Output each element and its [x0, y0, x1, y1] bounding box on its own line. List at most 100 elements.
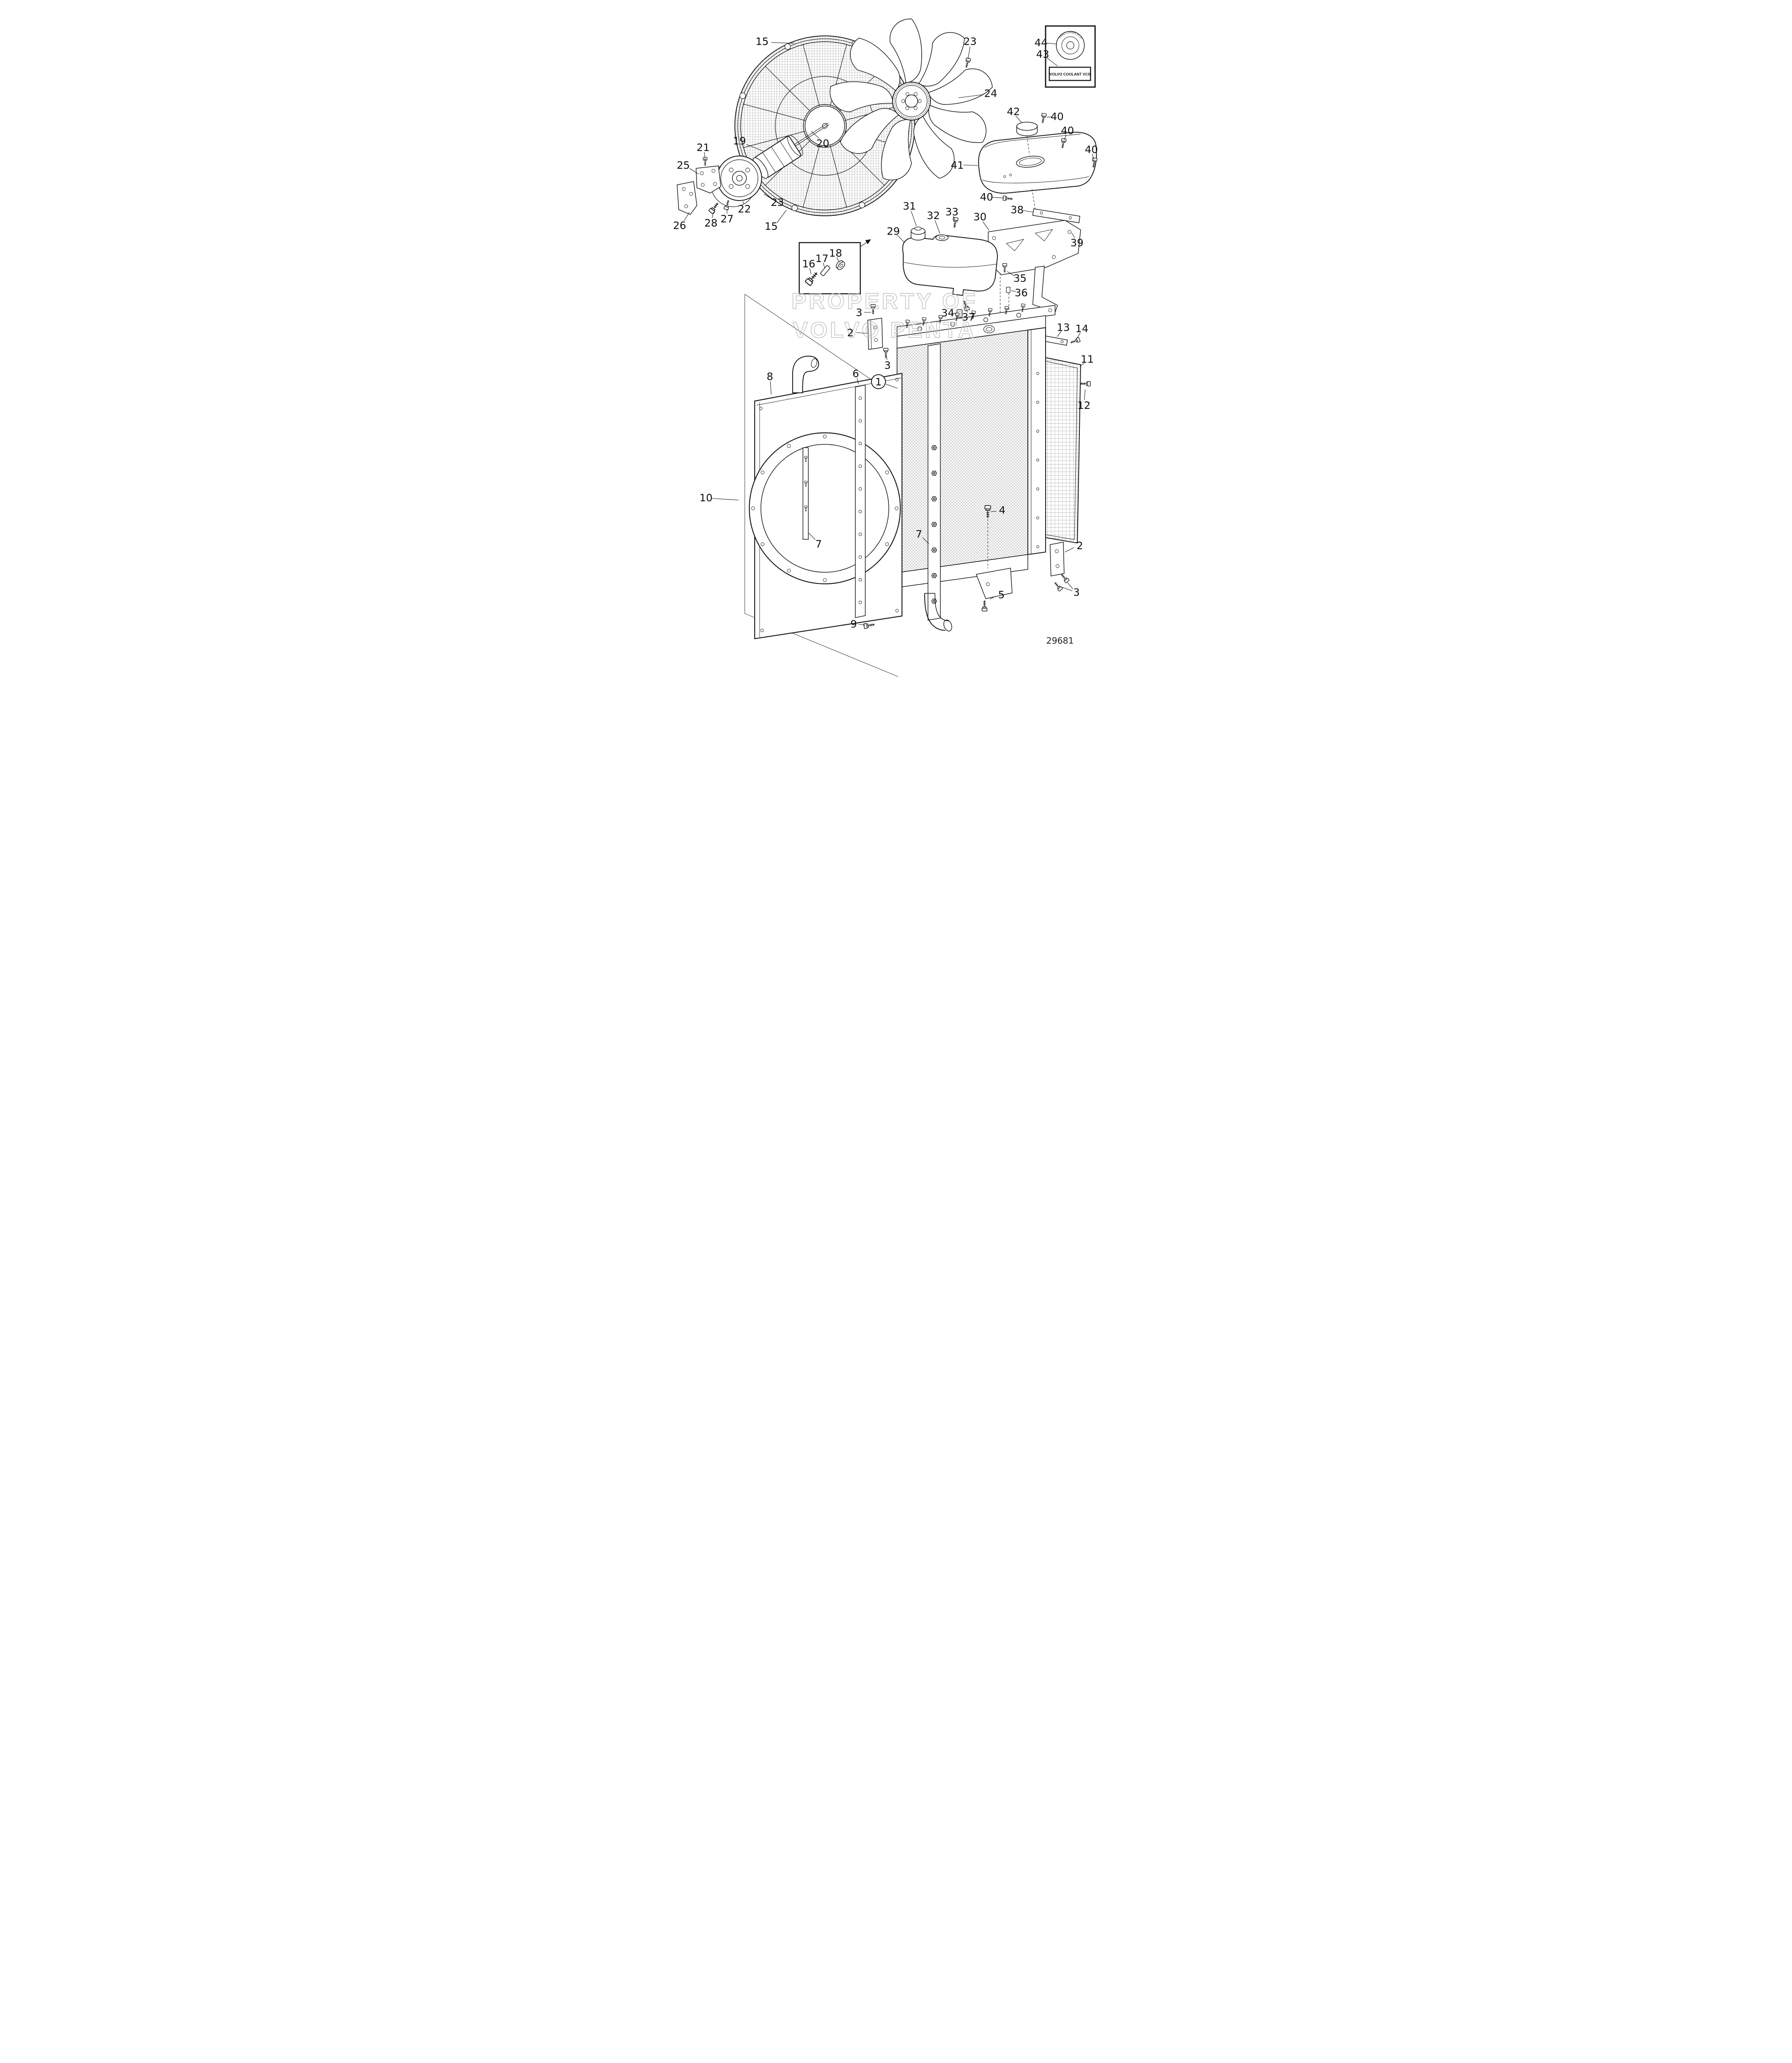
callout-15: 15 — [756, 35, 794, 47]
callout-label: 40 — [1061, 125, 1074, 137]
seal-rod-7-left — [802, 447, 809, 540]
callout-36: 36 — [1011, 287, 1028, 299]
callout-label: 23 — [963, 35, 977, 47]
callout-label: 3 — [1073, 586, 1080, 598]
callout-label: 15 — [765, 220, 778, 232]
callout-26: 26 — [673, 212, 689, 231]
callout-29: 29 — [887, 225, 904, 243]
hex-bolt-icon — [931, 522, 937, 527]
filler-cap-32 — [935, 234, 949, 241]
callout-label: 22 — [738, 203, 751, 215]
callout-6: 6 — [852, 368, 859, 385]
radiator-side-tank — [1027, 327, 1046, 555]
callout-20: 20 — [811, 131, 829, 149]
callout-label: 36 — [1015, 287, 1028, 299]
callout-label: 5 — [998, 589, 1005, 601]
callout-24: 24 — [958, 87, 997, 99]
callout-label: 16 — [802, 258, 815, 270]
callout-23: 23 — [963, 35, 977, 59]
seal-strip-7-right — [927, 343, 941, 621]
parts-diagram-canvas: Volvo Coolant VCS VOLVO COOLANT VCS — [673, 19, 1098, 677]
assembly-leader-lines — [744, 294, 898, 677]
callout-9: 9 — [850, 618, 865, 630]
callout-label: 21 — [696, 142, 710, 153]
fan — [829, 19, 993, 181]
callout-10: 10 — [699, 492, 739, 504]
callout-18: 18 — [829, 247, 842, 262]
watermark: PROPERTY OF VOLVO PENTA — [791, 288, 976, 343]
callout-label: 2 — [847, 327, 854, 339]
bolt-icon — [883, 348, 888, 359]
callout-label: 3 — [856, 307, 862, 319]
callout-31: 31 — [903, 200, 917, 227]
callout-label: 29 — [887, 225, 900, 237]
bolt-icon — [863, 621, 876, 629]
detail-inset-box — [798, 239, 871, 295]
outlet-pipe — [924, 593, 952, 632]
callout-41: 41 — [951, 159, 978, 171]
hex-bolt-icon — [931, 471, 937, 476]
bolt-icon — [963, 57, 971, 69]
callout-label: 23 — [771, 196, 784, 208]
callout-1: 1 — [871, 374, 897, 389]
callout-19: 19 — [733, 135, 763, 151]
inset-arrow — [865, 239, 871, 244]
callout-label: 40 — [980, 191, 993, 203]
callout-2: 2 — [847, 327, 867, 339]
callout-label: 15 — [756, 35, 769, 47]
callout-23: 23 — [763, 194, 784, 208]
hex-bolt-icon — [931, 573, 937, 578]
callout-40: 40 — [1046, 111, 1064, 123]
watermark-line2: VOLVO PENTA — [793, 318, 976, 342]
callout-40: 40 — [1085, 144, 1098, 160]
parts-diagram-page: Volvo Coolant VCS VOLVO COOLANT VCS — [672, 0, 1120, 677]
inlet-hose-elbow — [792, 355, 819, 393]
callout-7: 7 — [808, 533, 822, 550]
callout-label: 7 — [916, 528, 922, 540]
callout-14: 14 — [1075, 323, 1088, 339]
hex-bolt-icon — [931, 496, 937, 501]
mounting-bracket-26 — [676, 181, 697, 215]
part-number: 29681 — [1046, 636, 1074, 646]
callout-label: 43 — [1036, 48, 1049, 60]
bolt-icon — [1002, 196, 1013, 202]
callout-label: 18 — [829, 247, 842, 259]
callout-label: 27 — [720, 213, 734, 225]
callout-label: 10 — [699, 492, 713, 504]
callout-label: 12 — [1077, 399, 1091, 411]
callout-label: 6 — [852, 368, 859, 380]
callout-28: 28 — [704, 212, 718, 229]
callout-32: 32 — [927, 210, 940, 234]
callout-label: 8 — [767, 371, 773, 382]
callout-40: 40 — [1061, 125, 1074, 141]
fan-guard — [734, 35, 915, 216]
support-bracket-30 — [987, 220, 1081, 313]
callout-label: 17 — [815, 253, 829, 264]
callout-27: 27 — [720, 209, 734, 225]
hex-bolt-icon — [931, 445, 937, 450]
callout-label: 28 — [704, 217, 718, 229]
bolt-icon — [708, 201, 720, 215]
callout-label: 2 — [1077, 540, 1083, 552]
callout-8: 8 — [767, 371, 773, 395]
callout-label: 11 — [1081, 353, 1094, 365]
callout-label: 34 — [941, 307, 954, 319]
callout-label: 40 — [1051, 111, 1064, 123]
hex-bolt-icon — [931, 599, 937, 604]
bolt-icon — [1069, 337, 1081, 345]
callout-40: 40 — [980, 191, 1004, 203]
callout-3: 3 — [856, 307, 871, 319]
shroud-opening — [748, 432, 901, 585]
callout-label: 42 — [1007, 106, 1020, 118]
cover-filler-cap — [1016, 122, 1038, 156]
callout-38: 38 — [1011, 204, 1033, 216]
callout-34: 34 — [941, 307, 956, 319]
callout-25: 25 — [677, 159, 699, 175]
callout-label: 26 — [673, 220, 686, 231]
callout-43: 43 — [1036, 48, 1058, 66]
inset-washer-18 — [836, 260, 845, 270]
callout-15: 15 — [765, 210, 786, 232]
expansion-tank — [902, 227, 998, 296]
bracket-2-lower — [1049, 542, 1065, 576]
